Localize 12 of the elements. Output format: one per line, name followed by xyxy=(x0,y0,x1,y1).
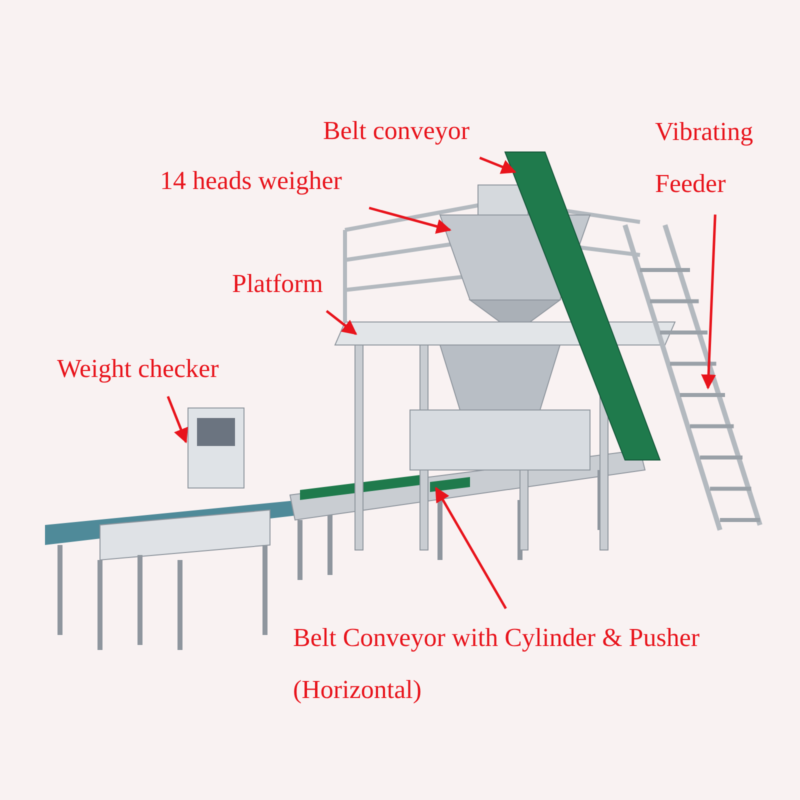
leader-arrow xyxy=(326,310,358,335)
callout-label: Platform xyxy=(232,258,352,310)
callout-label: Belt conveyor xyxy=(323,105,503,157)
leader-arrow xyxy=(701,214,716,390)
leader-arrow xyxy=(479,156,516,174)
callout-label: Belt Conveyor with Cylinder & Pusher (Horizontal) xyxy=(293,612,783,716)
callout-label: Vibrating Feeder xyxy=(655,106,780,210)
callout-label: 14 heads weigher xyxy=(160,155,380,207)
leader-arrow xyxy=(434,486,507,610)
leader-arrow xyxy=(368,206,452,234)
leader-arrow xyxy=(166,396,188,444)
callout-label: Weight checker xyxy=(57,343,257,395)
